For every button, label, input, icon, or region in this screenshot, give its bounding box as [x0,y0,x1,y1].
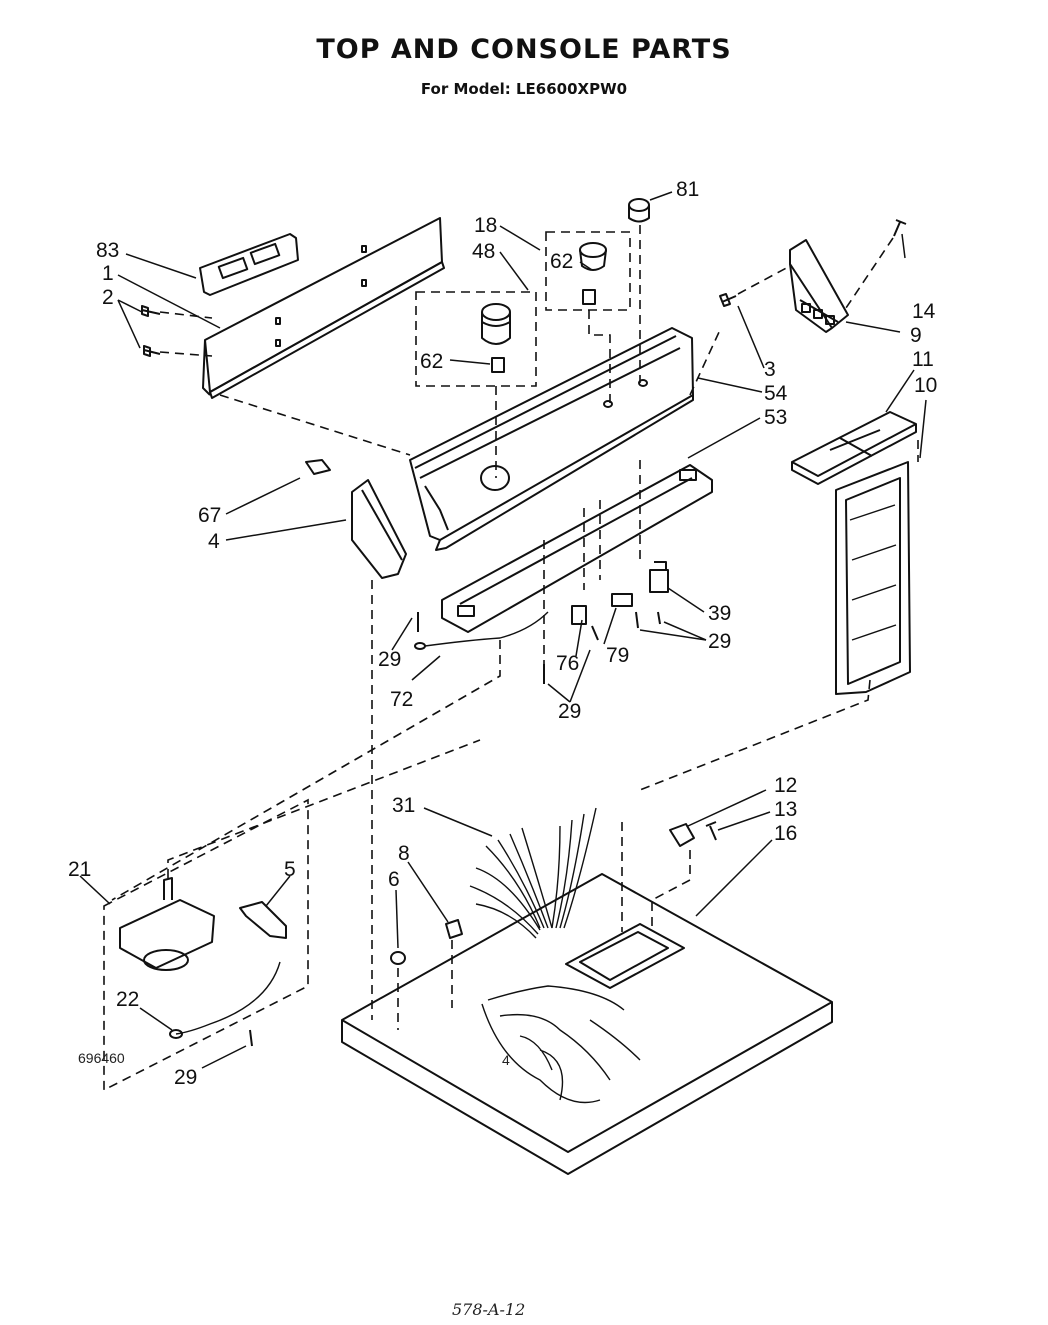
callout-29-left: 29 [378,648,401,671]
screw-13 [705,821,717,841]
callout-16: 16 [774,822,797,845]
callout-labels: 83 1 2 18 48 62 62 81 14 3 9 54 53 11 10… [68,178,937,1089]
callout-13: 13 [774,798,797,821]
end-cap-9 [789,239,849,333]
callout-29-right: 29 [708,630,731,653]
callout-54: 54 [764,382,788,405]
model-subtitle: For Model: LE6600XPW0 [420,80,628,98]
callout-22: 22 [116,988,139,1011]
button-6 [390,951,406,965]
rear-panel-part [202,217,445,399]
clip-12 [669,823,695,847]
callout-3: 3 [764,358,776,381]
lint-screen-10 [835,461,911,695]
cover-11 [791,411,917,485]
callout-21: 21 [68,858,91,881]
end-cap-4 [351,479,407,579]
callout-29-lower-left: 29 [174,1066,197,1089]
knob-18 [579,242,607,271]
callout-29-bottom: 29 [558,700,581,723]
callout-83: 83 [96,239,119,262]
clip-8 [445,919,463,939]
callout-18: 18 [474,214,497,237]
callout-4: 4 [208,530,220,553]
callout-72: 72 [390,688,413,711]
callout-10: 10 [914,374,937,397]
callout-79: 79 [606,644,629,667]
screws-2 [141,305,161,357]
callout-14: 14 [912,300,936,323]
console-part-54 [409,327,694,551]
dryer-top-16 [341,822,833,1175]
callout-67: 67 [198,504,221,527]
callout-1: 1 [102,262,114,285]
callout-62-right: 62 [550,250,573,273]
leader-lines [79,191,927,1069]
timer-motor-21 [119,739,481,971]
callout-76: 76 [556,652,579,675]
callout-11: 11 [912,348,934,371]
handwritten-code: 578-A-12 [452,1300,526,1319]
clip-67 [305,459,331,475]
callout-12: 12 [774,774,797,797]
callout-8: 8 [398,842,410,865]
callout-53: 53 [764,406,787,429]
switch-76 [571,605,587,625]
callout-81: 81 [676,178,699,201]
page-title: TOP AND CONSOLE PARTS [316,34,732,65]
bracket-5 [239,901,287,939]
bracket-83-part [199,233,299,296]
callout-5: 5 [284,858,296,881]
knob-48 [481,303,511,345]
callout-9: 9 [910,324,922,347]
switch-79 [611,593,633,607]
callout-39: 39 [708,602,731,625]
bracket-part-53 [441,464,713,633]
callout-62-left: 62 [420,350,443,373]
callout-2: 2 [102,286,114,309]
callout-48: 48 [472,240,495,263]
screw-3 [719,293,737,307]
switch-39 [649,561,669,593]
wiring-harness-31 [469,807,641,1104]
callout-31: 31 [392,794,415,817]
page-number: 4 [502,1052,510,1068]
knob-81 [628,198,650,223]
callout-6: 6 [388,868,400,891]
document-number: 696460 [78,1050,125,1066]
